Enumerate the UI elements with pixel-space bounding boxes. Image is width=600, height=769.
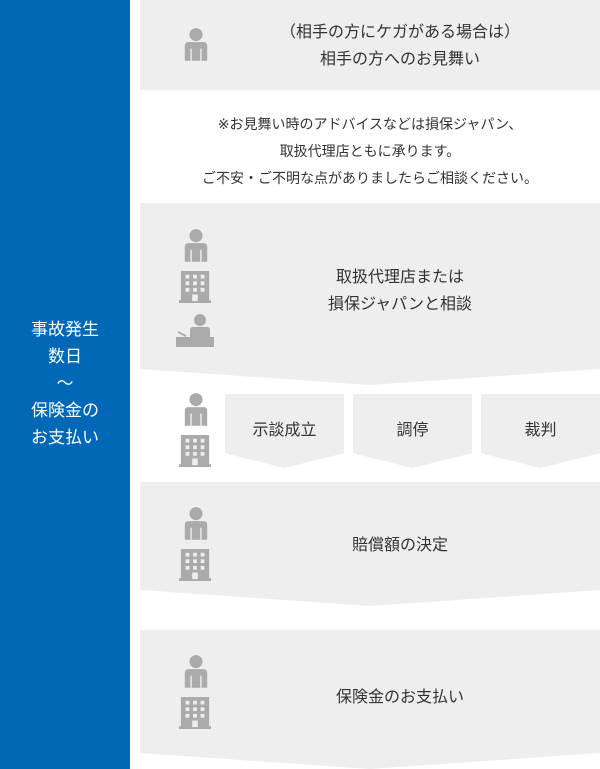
step-payment: 保険金のお支払い (140, 630, 600, 769)
option-mediation-label: 調停 (396, 420, 429, 439)
step-visit: （相手の方にケガがある場合は） 相手の方へのお見舞い (140, 0, 600, 90)
option-mediation: 調停 (353, 394, 472, 468)
option-settlement: 示談成立 (225, 394, 344, 468)
option-settlement-label: 示談成立 (252, 420, 317, 439)
flow-chart: （相手の方にケガがある場合は） 相手の方へのお見舞い ※お見舞い時のアドバイスな… (140, 0, 600, 769)
advice-note: ※お見舞い時のアドバイスなどは損保ジャパン、 取扱代理店ともに承ります。 ご不安… (202, 117, 538, 187)
step-visit-label: （相手の方にケガがある場合は） 相手の方へのお見舞い (279, 22, 520, 68)
step-consult-label: 取扱代理店または 損保ジャパンと相談 (327, 267, 472, 313)
sidebar-period: 事故発生 数日 ～ 保険金の お支払い (0, 0, 130, 769)
option-trial-label: 裁判 (524, 420, 557, 439)
option-trial: 裁判 (481, 394, 600, 468)
building-icon (179, 435, 211, 467)
period-label: 事故発生 数日 ～ 保険金の お支払い (31, 320, 99, 448)
step-amount: 賠償額の決定 (140, 482, 600, 606)
person-icon (182, 392, 210, 426)
step-amount-label: 賠償額の決定 (351, 534, 448, 554)
step-consult: 取扱代理店または 損保ジャパンと相談 (140, 203, 600, 385)
step-payment-label: 保険金のお支払い (335, 686, 464, 706)
